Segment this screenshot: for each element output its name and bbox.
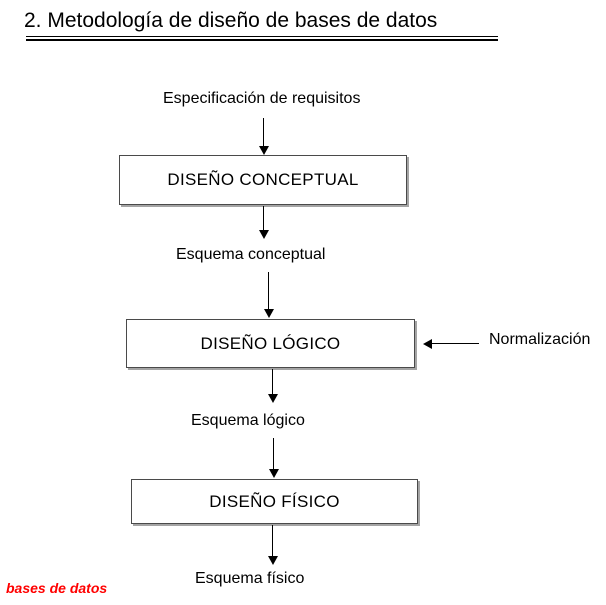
connector-schema-to-logico-arrowhead xyxy=(264,309,274,318)
process-box-diseno-logico[interactable]: DISEÑO LÓGICO xyxy=(126,319,415,368)
connector-fisico-to-schema-line xyxy=(272,525,273,558)
label-schema-logico: Esquema lógico xyxy=(191,412,305,429)
process-box-diseno-conceptual[interactable]: DISEÑO CONCEPTUAL xyxy=(119,155,407,205)
label-schema-conceptual: Esquema conceptual xyxy=(176,246,326,263)
connector-fisico-to-schema-arrowhead xyxy=(268,556,278,565)
title-underline-lower xyxy=(26,39,498,41)
connector-conceptual-to-schema-arrowhead xyxy=(259,230,269,239)
label-normalizacion: Normalización xyxy=(489,331,591,348)
page-title: 2. Metodología de diseño de bases de dat… xyxy=(24,9,438,32)
connector-schema-to-fisico-arrowhead xyxy=(269,469,279,478)
process-box-label: DISEÑO LÓGICO xyxy=(200,333,341,353)
label-schema-fisico: Esquema físico xyxy=(195,570,305,587)
connector-schema-to-fisico-line xyxy=(273,438,274,470)
label-input-requirements: Especificación de requisitos xyxy=(163,90,361,107)
connector-schema-to-logico-line xyxy=(268,272,269,310)
connector-requirements-to-conceptual-line xyxy=(263,118,264,148)
connector-normalizacion-arrowhead xyxy=(423,339,432,349)
process-box-diseno-fisico[interactable]: DISEÑO FÍSICO xyxy=(131,479,418,524)
title-underline-upper xyxy=(26,36,498,37)
process-box-label: DISEÑO FÍSICO xyxy=(209,491,340,511)
connector-requirements-to-conceptual-arrowhead xyxy=(259,146,269,155)
connector-normalizacion-line xyxy=(432,343,479,344)
process-box-label: DISEÑO CONCEPTUAL xyxy=(167,170,359,189)
connector-logico-to-schema-line xyxy=(272,369,273,396)
connector-logico-to-schema-arrowhead xyxy=(268,394,278,403)
footer-note: bases de datos xyxy=(6,580,108,596)
connector-conceptual-to-schema-line xyxy=(263,206,264,232)
